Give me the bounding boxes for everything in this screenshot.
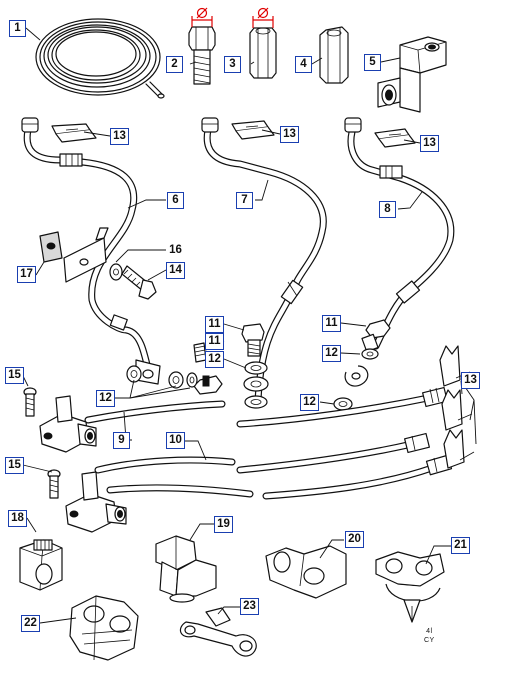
brake-pipe-part-9 [84,400,226,424]
clip-part-21 [375,551,445,623]
callout-part-12-a: 12 [96,390,115,407]
hex-coupling-part-3 [249,7,277,79]
banjo-bolt-part-11-c [361,319,391,353]
washer-part-12-left [126,365,198,389]
clip-part-23 [179,607,257,657]
union-fitting-upper [39,395,97,453]
drawing-reference-mark: 4l [426,628,433,635]
brake-hose-part-6 [21,117,161,385]
callout-part-21: 21 [451,537,470,554]
brake-hose-part-8 [344,117,455,387]
bolt-part-14 [109,263,157,300]
callout-part-7: 7 [236,192,253,209]
washer-part-12-middle [243,361,269,409]
callout-part-19: 19 [214,516,233,533]
drawing-reference-code: CY [424,637,435,644]
callout-part-12-c: 12 [322,345,341,362]
callout-part-6: 6 [167,192,184,209]
callout-part-11-c: 11 [322,315,341,332]
callout-part-13-b: 13 [280,126,299,143]
callout-part-8: 8 [379,201,396,218]
clip-part-18 [19,539,63,591]
bolt-part-15-b [47,469,61,499]
callout-part-15-b: 15 [5,457,24,474]
brake-hose-part-7 [201,117,327,404]
callout-part-13-c: 13 [420,135,439,152]
callout-part-14: 14 [166,262,185,279]
callout-part-12-d: 12 [300,394,319,411]
bolt-part-15-a [23,387,37,417]
callout-part-22: 22 [21,615,40,632]
clip-part-20 [265,545,347,599]
t-piece-part-5 [377,36,447,113]
adapter-bolt-part-2 [188,7,216,85]
callout-part-5: 5 [364,54,381,71]
callout-part-3: 3 [224,56,241,73]
callout-part-23: 23 [240,598,259,615]
callout-part-17: 17 [17,266,36,283]
callout-part-2: 2 [166,56,183,73]
clip-part-22 [69,595,139,661]
callout-part-16: 16 [169,244,182,256]
coiled-tube-part-1 [35,18,165,99]
clip-part-13-b [231,120,275,140]
callout-part-20: 20 [345,531,364,548]
callout-part-4: 4 [295,56,312,73]
callout-part-9: 9 [113,432,130,449]
brake-pipe-part-10 [94,456,254,498]
clip-part-13-a [51,123,97,143]
callout-part-11-b: 11 [205,333,224,350]
callout-part-13-d: 13 [461,372,480,389]
callout-part-13-a: 13 [110,128,129,145]
callout-part-1: 1 [9,20,26,37]
drawing-reference: 4l CY [424,627,435,645]
bracket-part-17 [39,227,109,283]
callout-part-11-a: 11 [205,316,224,333]
callout-part-12-b: 12 [205,351,224,368]
callout-part-15-a: 15 [5,367,24,384]
clip-part-19 [155,535,217,603]
banjo-bolt-part-11-b [241,323,265,357]
callout-part-18: 18 [8,510,27,527]
clip-part-13-stack [439,345,475,469]
callout-part-10: 10 [166,432,185,449]
union-fitting-lower [65,471,127,533]
hex-coupling-part-4 [319,26,349,84]
clip-part-13-c [374,128,416,148]
